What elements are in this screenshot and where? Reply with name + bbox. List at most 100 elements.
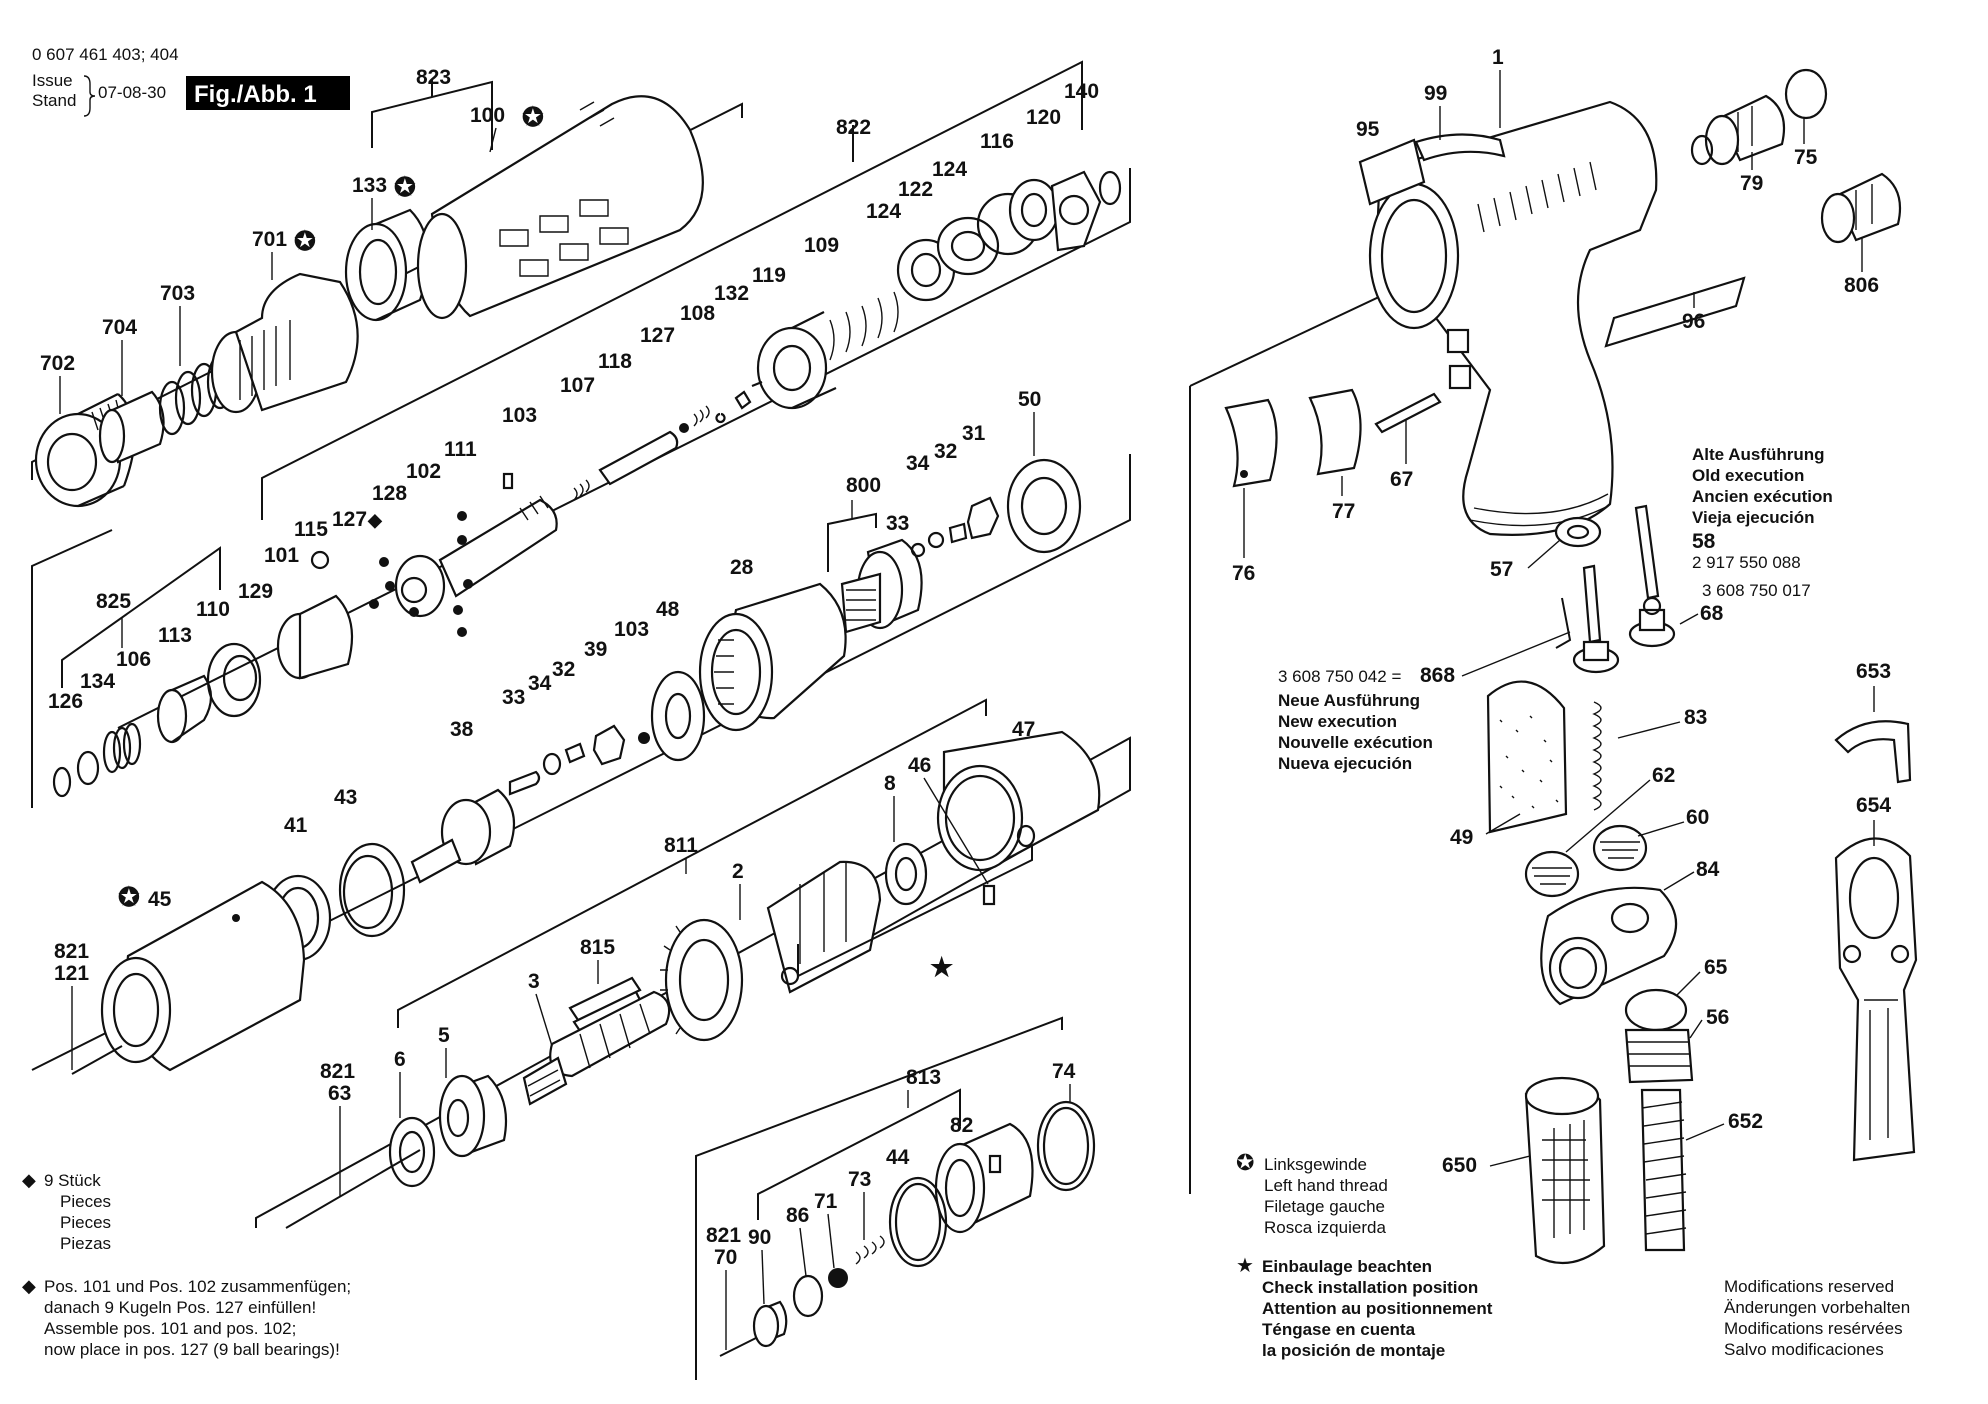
part-45-housing — [100, 880, 306, 1072]
diamond-symbol: ◆ — [22, 1170, 36, 1190]
label-62: 62 — [1652, 764, 1675, 787]
row-2-panel — [31, 405, 1131, 1071]
part-67-pin — [1374, 392, 1442, 434]
part-75-oring — [1784, 68, 1828, 120]
label-65: 65 — [1704, 956, 1728, 979]
part-39-gear — [592, 724, 626, 766]
part-6-bearing — [388, 1116, 436, 1188]
label-821b: 821 — [320, 1060, 355, 1083]
side-handle-group: 653 654 — [1834, 660, 1918, 1162]
label-99: 99 — [1424, 82, 1447, 105]
legend-thread-line-1: Linksgewinde — [1264, 1155, 1367, 1174]
part-58-pin — [1634, 504, 1660, 600]
label-45: 45 — [148, 888, 172, 911]
label-652: 652 — [1728, 1110, 1763, 1133]
label-120: 120 — [1026, 106, 1061, 129]
part-650-muffler — [1524, 1076, 1606, 1265]
part-653-clip — [1834, 720, 1912, 784]
legend-thread: ✪ Linksgewinde Left hand thread Filetage… — [1236, 1150, 1388, 1237]
part-121-pin — [71, 1045, 123, 1075]
label-50: 50 — [1018, 388, 1041, 411]
label-121: 121 — [54, 962, 89, 985]
part-56-fitting — [1624, 1028, 1694, 1084]
part-48-washer — [650, 670, 706, 762]
label-134: 134 — [80, 670, 115, 693]
part-76-trigger — [1224, 398, 1278, 488]
part-65-oring — [1624, 988, 1688, 1032]
part-126-ring — [52, 766, 72, 798]
label-107: 107 — [560, 374, 595, 397]
part-95-plate — [1358, 138, 1426, 206]
label-60: 60 — [1686, 806, 1709, 829]
part-2-endplate — [660, 860, 882, 1042]
row-3-panel: ★ 47 8 46 811 2 815 3 5 6 821 63 — [255, 698, 1131, 1229]
part-68-valve — [1628, 596, 1676, 648]
part-99-label — [1414, 133, 1506, 162]
label-116: 116 — [980, 130, 1014, 153]
bracket-813 — [757, 1088, 961, 1220]
part-102-spindle — [369, 495, 558, 637]
part-46-pin — [982, 884, 996, 906]
issue-word: Issue — [32, 71, 73, 90]
part-806-fitting — [1820, 172, 1902, 244]
label-56: 56 — [1706, 1006, 1729, 1029]
fig-label: Fig./Abb. 1 — [194, 81, 317, 108]
label-127a: 127 — [640, 324, 675, 347]
label-34a: 34 — [906, 452, 930, 475]
part-654-side-handle — [1834, 837, 1918, 1162]
label-39: 39 — [584, 638, 607, 661]
part-108-spring — [693, 405, 710, 427]
label-79: 79 — [1740, 172, 1763, 195]
label-109: 109 — [804, 234, 839, 257]
label-48: 48 — [656, 598, 680, 621]
modifications-line-1: Modifications reserved — [1724, 1277, 1894, 1296]
part-113-bushing — [156, 674, 213, 744]
handle-group: 1 99 95 75 79 806 96 76 77 67 — [1189, 46, 1902, 1194]
part-32-gear — [948, 522, 968, 544]
part-43-ring — [338, 842, 406, 938]
part-44-oring — [888, 1176, 948, 1268]
legend-diamond-line-2: Pieces — [60, 1192, 111, 1211]
thread-symbol-701: ✪ — [294, 226, 316, 256]
part-62-screen — [1524, 850, 1580, 898]
issue-brace — [83, 75, 96, 117]
modifications-line-4: Salvo modificaciones — [1724, 1340, 1884, 1359]
part-83-spring — [1592, 701, 1602, 811]
legend-diamond-line-4: Piezas — [60, 1234, 111, 1253]
label-86: 86 — [786, 1204, 809, 1227]
part-127-ball — [679, 423, 689, 433]
legend-diamond-line-1: 9 Stück — [44, 1171, 101, 1190]
install-star-symbol: ★ — [930, 952, 954, 982]
modifications-line-2: Änderungen vorbehalten — [1724, 1298, 1910, 1317]
new-exec-line-2: New execution — [1278, 712, 1397, 731]
row-1-panel: 823 100 ✪ 133 ✪ 701 ✪ 703 704 702 822 14… — [31, 60, 1131, 729]
label-96: 96 — [1682, 310, 1705, 333]
part-60-screen — [1592, 824, 1648, 872]
doc-number: 0 607 461 403; 404 — [32, 45, 179, 64]
part-1-handle-housing — [1368, 100, 1658, 536]
part-103-ball — [638, 732, 650, 744]
label-813: 813 — [906, 1066, 941, 1089]
label-33b: 33 — [502, 686, 525, 709]
label-67: 67 — [1390, 468, 1413, 491]
label-83: 83 — [1684, 706, 1707, 729]
label-74: 74 — [1052, 1060, 1076, 1083]
assembly-diamond-symbol: ◆ — [22, 1276, 36, 1296]
legend-diamond: ◆ 9 Stück Pieces Pieces Piezas — [22, 1170, 111, 1253]
part-47-cylinder — [936, 730, 1101, 872]
part-704-sleeve — [98, 390, 165, 464]
part-49-silencer — [1486, 680, 1568, 834]
label-124b: 124 — [866, 200, 901, 223]
label-41: 41 — [284, 814, 308, 837]
part-5-endplate — [438, 1074, 508, 1158]
thread-symbol-100: ✪ — [522, 102, 544, 132]
part-103-pin — [502, 472, 514, 490]
label-106: 106 — [116, 648, 151, 671]
legend-diamond-line-3: Pieces — [60, 1213, 111, 1232]
label-2: 2 — [732, 860, 744, 883]
part-63-pin — [285, 1149, 421, 1229]
label-101: 101 — [264, 544, 299, 567]
label-140: 140 — [1064, 80, 1099, 103]
legend-install-line-4: Téngase en cuenta — [1262, 1320, 1416, 1339]
row2-frame-right-lower — [31, 454, 1131, 1071]
